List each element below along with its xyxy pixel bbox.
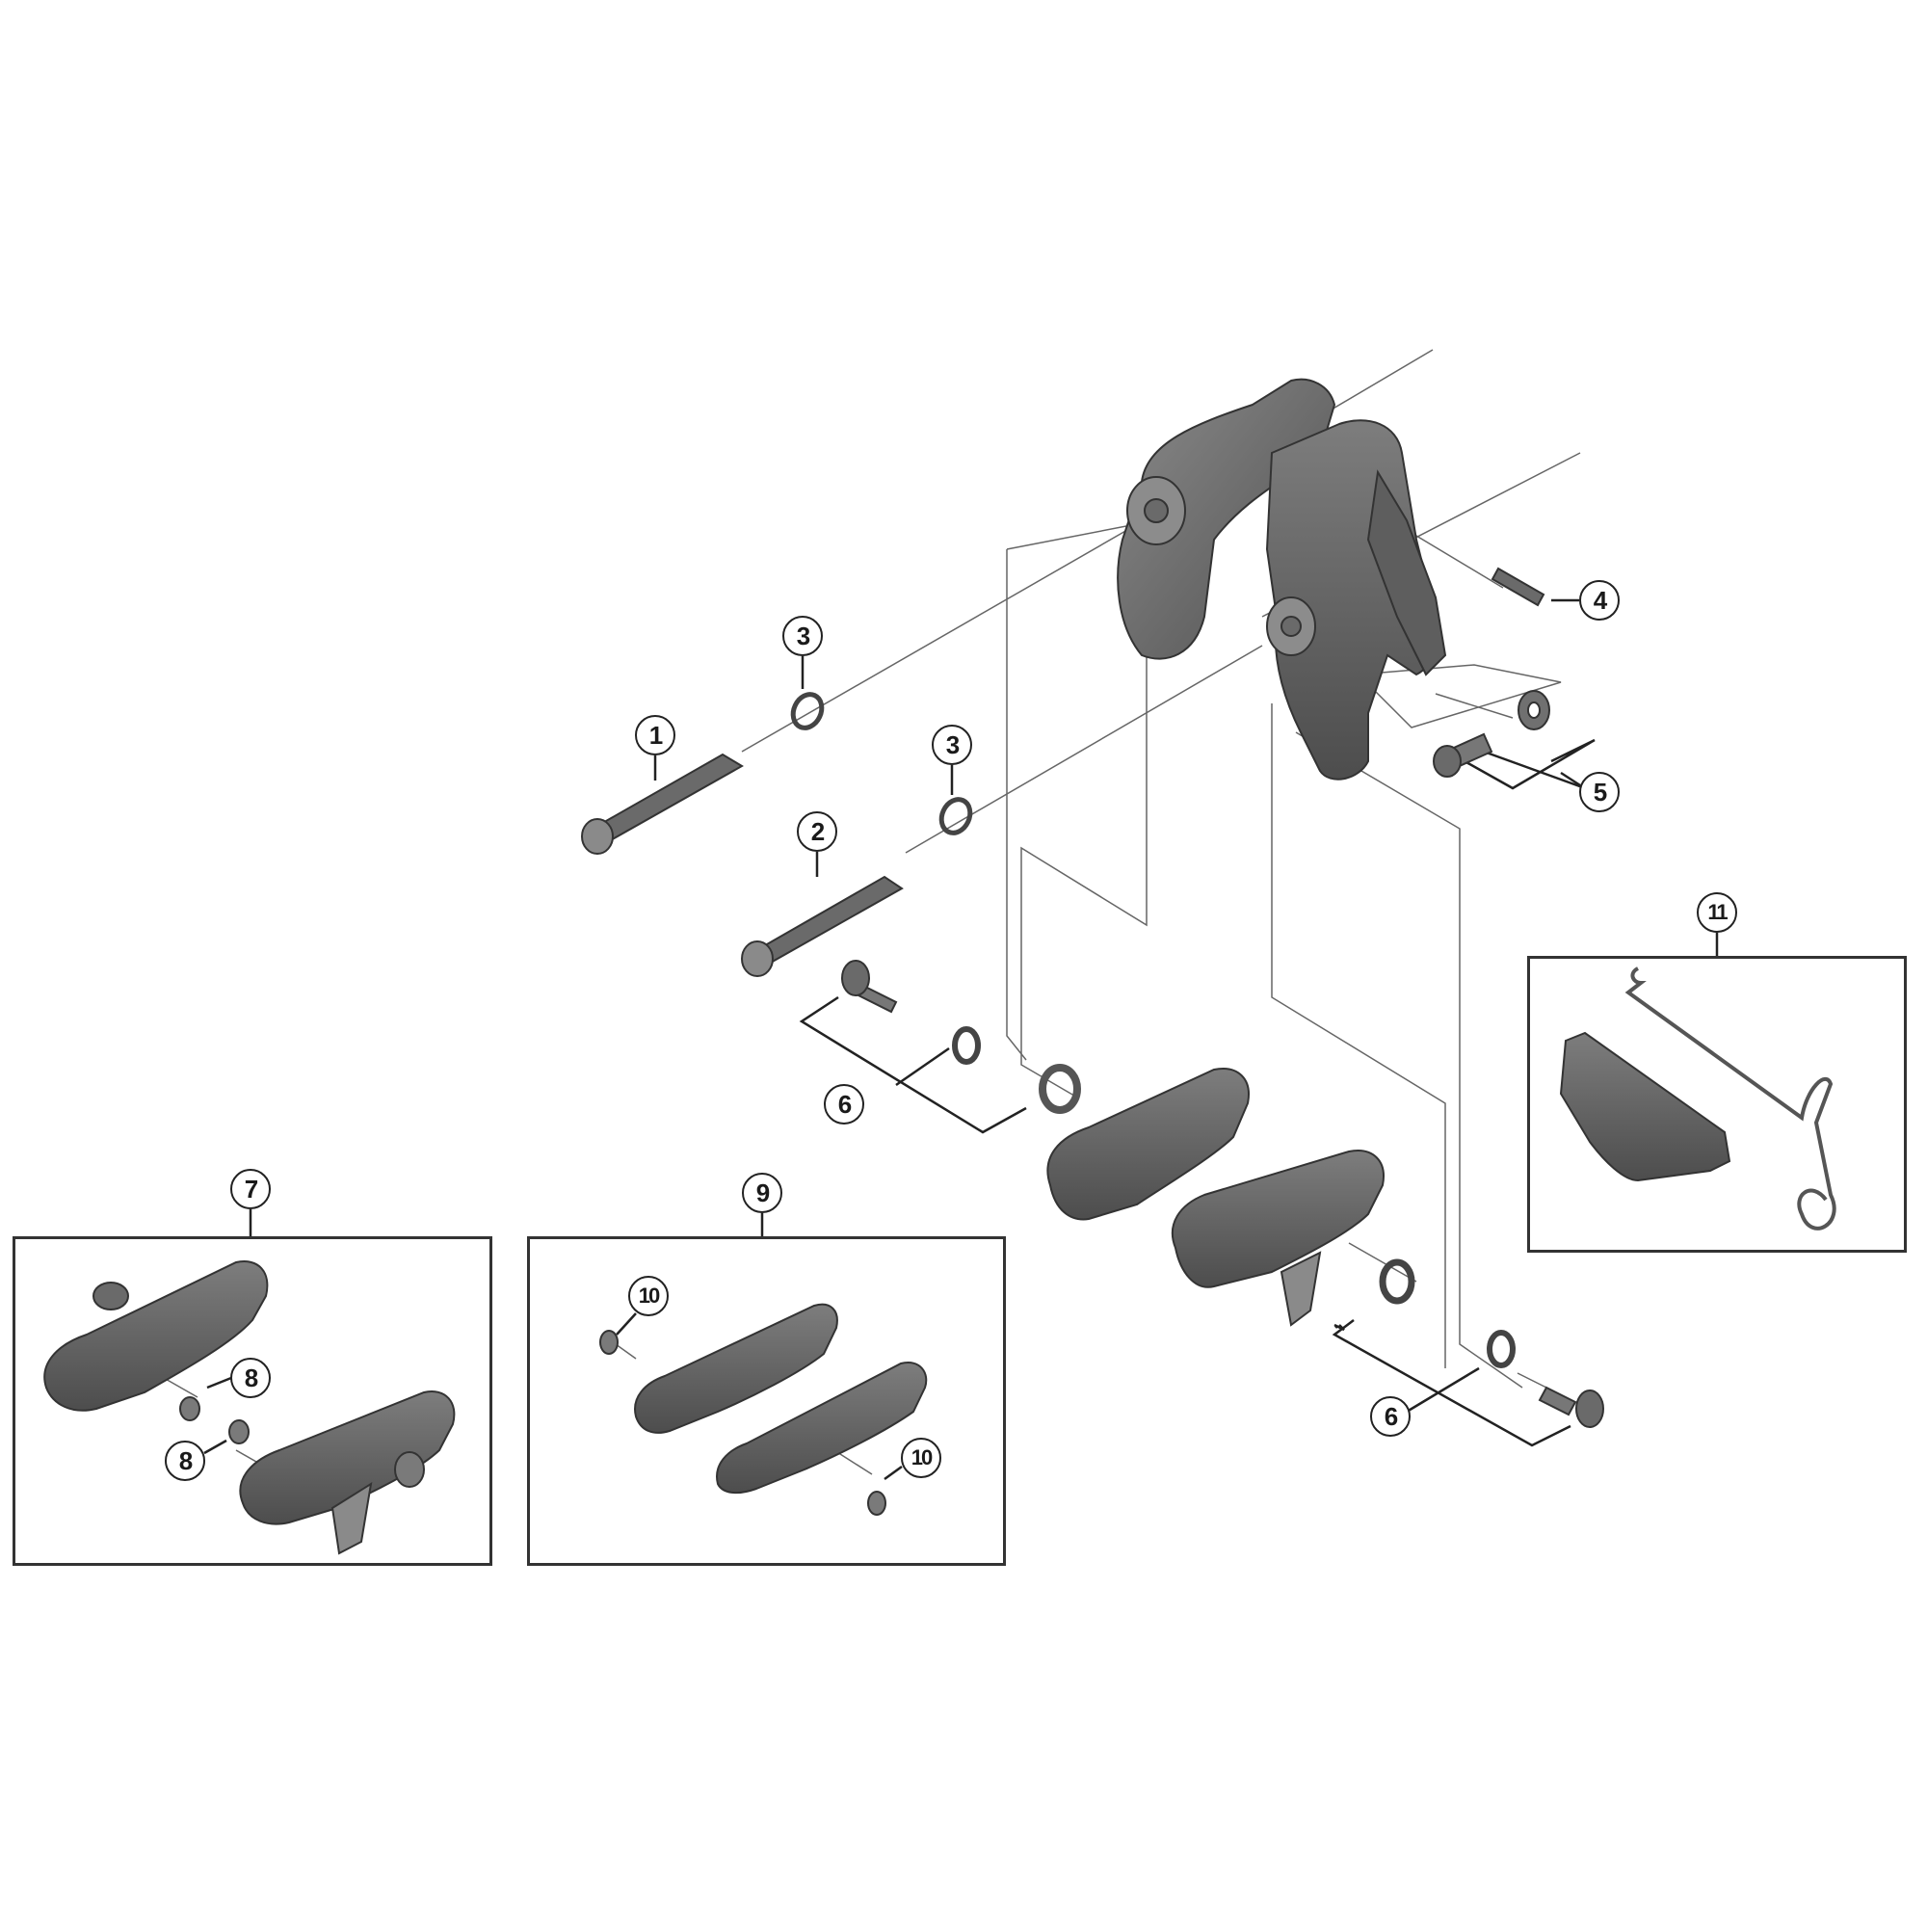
callout-10-upper[interactable]: 10 [628,1276,669,1316]
kit-7-shoes [43,1260,456,1555]
callout-8-lower[interactable]: 8 [165,1441,205,1481]
kit-11-spring-cover [1559,966,1836,1231]
callout-11[interactable]: 11 [1697,892,1737,933]
bolt-washer-5 [1433,690,1550,778]
caliper-body [1117,378,1447,781]
kit-box-9 [527,1236,1006,1566]
callout-3-upper[interactable]: 3 [782,616,823,656]
callout-5[interactable]: 5 [1579,772,1620,812]
callout-6-left[interactable]: 6 [824,1084,864,1125]
callout-9[interactable]: 9 [742,1173,782,1213]
shoe-bolt-set-6-left [841,960,1081,1114]
callout-4[interactable]: 4 [1579,580,1620,621]
brake-shoes-center [1046,1068,1385,1327]
callout-2[interactable]: 2 [797,811,837,852]
shoe-bolt-set-6-right [1379,1258,1604,1428]
washers-3 [790,692,973,835]
kit-9-inserts [599,1303,928,1516]
callout-6-right[interactable]: 6 [1370,1396,1411,1437]
kit-box-11 [1527,956,1907,1253]
pin-4 [1491,567,1545,607]
pivot-bolts [581,753,904,977]
callout-3-lower[interactable]: 3 [932,725,972,765]
callout-10-lower[interactable]: 10 [901,1438,941,1478]
kit-box-7 [13,1236,492,1566]
callout-1[interactable]: 1 [635,715,675,755]
callout-8-upper[interactable]: 8 [230,1358,271,1398]
bracket-lines [203,598,1719,1481]
callout-7[interactable]: 7 [230,1169,271,1209]
